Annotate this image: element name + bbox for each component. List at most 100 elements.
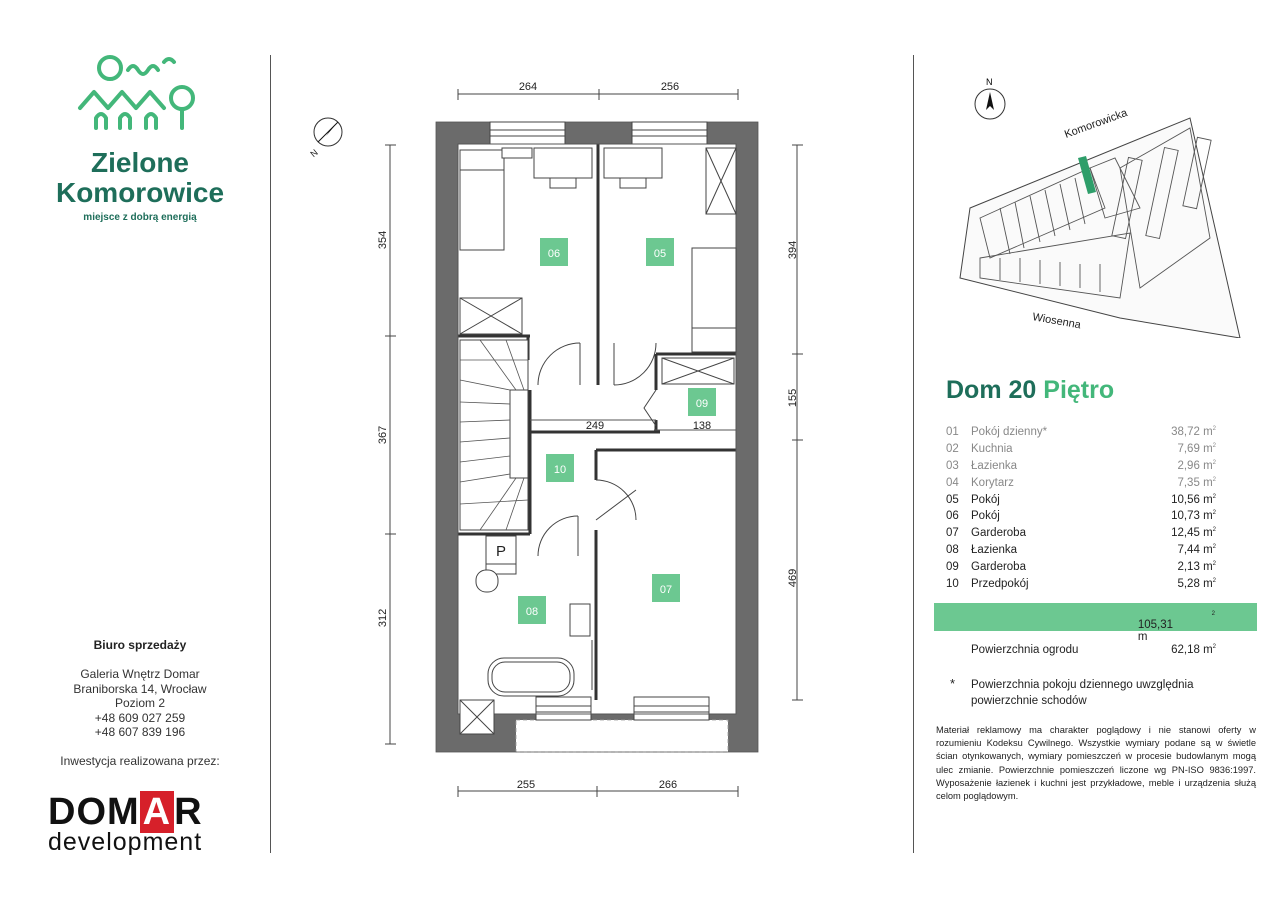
room-tag-07: 07: [660, 584, 672, 596]
site-compass-icon: N: [974, 77, 1006, 120]
room-name: Przedpokój: [971, 577, 1029, 590]
garden-row: Powierzchnia ogrodu 62,18 m2: [971, 644, 1216, 656]
dim-bottom-1: 255: [517, 779, 535, 791]
room-area: 7,35 m2: [1136, 477, 1216, 489]
room-area-unit: m: [1203, 459, 1213, 472]
room-area-unit: m: [1203, 560, 1213, 573]
room-name: Kuchnia: [971, 443, 1013, 456]
room-area-exp: 2: [1212, 476, 1216, 483]
room-no: 01: [946, 426, 959, 439]
brand-logo-icon: [78, 55, 195, 130]
office-line: Braniborska 14, Wrocław: [73, 681, 207, 696]
logo-part: R: [174, 791, 203, 833]
room-tag-10: 10: [554, 464, 566, 476]
note-star: *: [950, 676, 956, 691]
room-area-value: 5,28: [1177, 577, 1200, 590]
room-tag-08: 08: [526, 606, 538, 618]
dim-right-2: 155: [787, 389, 799, 407]
room-tags: 06 05 09 10 08 07: [518, 238, 716, 624]
room-name: Pokój: [971, 510, 1000, 523]
disclaimer: Materiał reklamowy ma charakter poglądow…: [936, 725, 1256, 802]
room-area-unit: m: [1203, 493, 1213, 506]
site-map: N Komorowicka Wiosenna: [959, 77, 1241, 338]
office-phone[interactable]: +48 607 839 196: [94, 725, 186, 740]
dim-left-3: 312: [377, 609, 389, 627]
office-phone[interactable]: +48 609 027 259: [94, 710, 186, 725]
room-area-unit: m: [1203, 543, 1213, 556]
dim-top-2: 256: [661, 81, 679, 93]
room-no: 04: [946, 476, 959, 489]
room-area-unit: m: [1203, 527, 1213, 540]
logo-part: DOM: [48, 791, 140, 833]
room-area-unit: m: [1203, 426, 1213, 439]
room-name: Łazienka: [971, 459, 1018, 472]
room-area: 10,73 m2: [1136, 510, 1216, 522]
room-row: 10 Przedpokój 5,28 m2: [946, 575, 1216, 592]
room-area-unit: m: [1203, 443, 1213, 456]
dim-left-1: 354: [377, 231, 389, 249]
column-divider-left: [270, 55, 271, 853]
garden-label: Powierzchnia ogrodu: [971, 644, 1079, 656]
room-row: 05 Pokój 10,56 m2: [946, 491, 1216, 508]
toilet-symbol: P: [496, 543, 506, 560]
inner-dim-2: 138: [693, 420, 711, 432]
note-text: Powierzchnia pokoju dziennego uwzględnia…: [971, 679, 1194, 707]
garden-area-exp: 2: [1212, 644, 1216, 650]
room-area: 12,45 m2: [1136, 527, 1216, 539]
floor-plan: 264 256 255 266 354 367 312 394 155 469 …: [308, 81, 803, 797]
street-wiosenna: Wiosenna: [1031, 311, 1082, 331]
room-area-unit: m: [1203, 510, 1213, 523]
room-row: 09 Garderoba 2,13 m2: [946, 558, 1216, 575]
room-name: Pokój: [971, 493, 1000, 506]
room-area-value: 7,44: [1177, 543, 1200, 556]
compass-icon: N: [308, 117, 343, 159]
room-no: 05: [946, 493, 959, 506]
room-area-exp: 2: [1212, 443, 1216, 450]
brand-name-line1: Zielone: [90, 147, 189, 178]
room-area-value: 12,45: [1171, 527, 1200, 540]
room-area-value: 10,73: [1171, 510, 1200, 523]
column-divider-right: [913, 55, 914, 853]
room-no: 09: [946, 560, 959, 573]
room-name: Korytarz: [971, 476, 1014, 489]
garden-area-value: 62,18 m: [1171, 644, 1213, 656]
street-komorowicka: Komorowicka: [1063, 107, 1130, 141]
total-area-value: 105,31 m: [1137, 619, 1173, 643]
room-area-exp: 2: [1212, 527, 1216, 534]
dim-left-2: 367: [377, 426, 389, 444]
garden-area: 62,18 m2: [1171, 644, 1216, 656]
room-no: 03: [946, 459, 959, 472]
dim-right-3: 469: [787, 569, 799, 587]
room-area-exp: 2: [1212, 577, 1216, 584]
room-area-exp: 2: [1212, 560, 1216, 567]
room-tag-05: 05: [654, 248, 666, 260]
office-heading: Biuro sprzedaży: [93, 638, 187, 652]
room-row: 04 Korytarz 7,35 m2: [946, 474, 1216, 491]
room-area-value: 2,96: [1177, 459, 1200, 472]
room-area-value: 2,13: [1177, 560, 1200, 573]
room-row: 07 Garderoba 12,45 m2: [946, 525, 1216, 542]
room-area-exp: 2: [1212, 493, 1216, 500]
office-line: Poziom 2: [114, 696, 166, 711]
room-area-unit: m: [1203, 476, 1213, 489]
compass-letter: N: [308, 147, 319, 159]
room-area: 5,28 m2: [1136, 578, 1216, 590]
brand-tagline: miejsce z dobrą energią: [83, 212, 197, 223]
developer-logo-sub: development: [48, 828, 203, 856]
room-area-value: 7,69: [1177, 443, 1200, 456]
logo-part-red: A: [139, 791, 175, 833]
room-name: Garderoba: [971, 527, 1026, 540]
room-tag-06: 06: [548, 248, 560, 260]
room-no: 10: [946, 577, 959, 590]
investor-label: Inwestycja realizowana przez:: [60, 754, 220, 768]
room-name: Garderoba: [971, 560, 1026, 573]
room-no: 07: [946, 527, 959, 540]
developer-logo: DOMAR: [48, 791, 203, 833]
brand-name-line2: Komorowice: [55, 177, 225, 208]
room-area-value: 10,56: [1171, 493, 1200, 506]
